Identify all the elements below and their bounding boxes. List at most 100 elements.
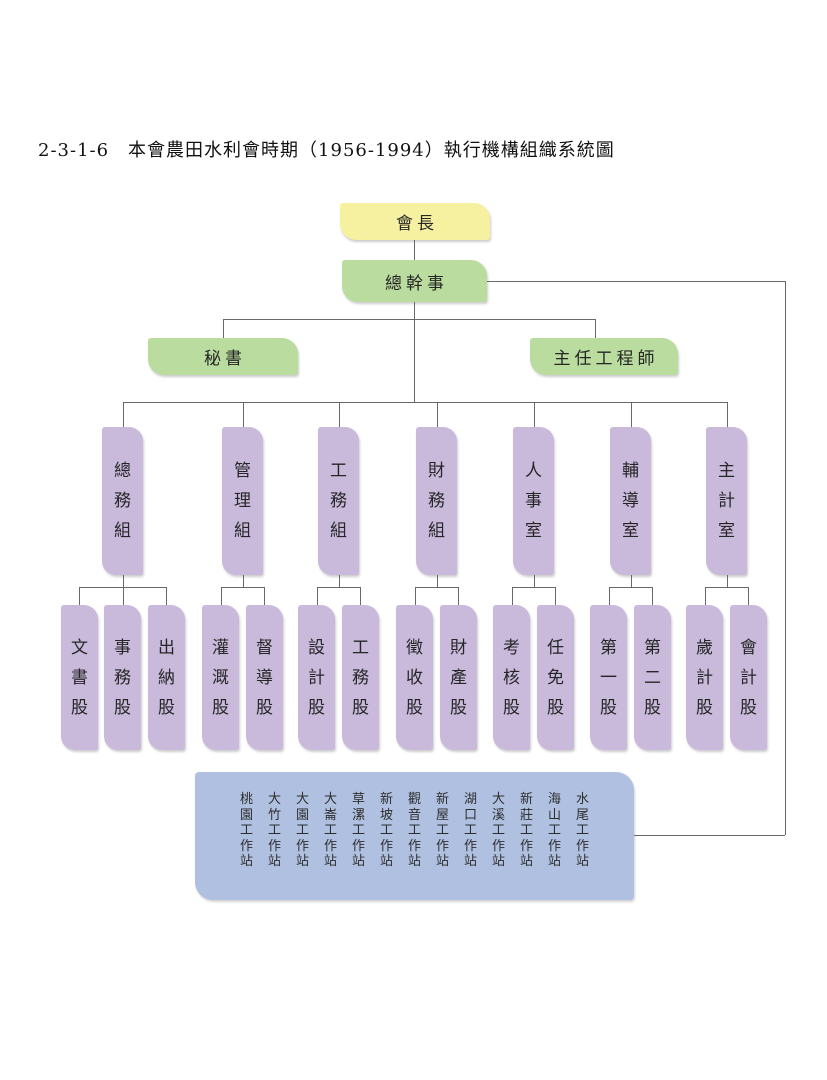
section-label: 考核股 [503,637,520,718]
connector-child-stub [317,587,318,605]
connector-child-stub [166,587,167,605]
connector-child-stub [609,587,610,605]
chairman-label: 會長 [396,214,438,234]
section-label: 第二股 [644,637,661,718]
section-label: 設計股 [308,637,325,718]
connector-dept-down-4 [437,575,438,587]
dept-label-4: 財務組 [428,461,445,541]
general-director-box: 總幹事 [342,260,487,302]
connector-dept-stub-6 [631,402,632,427]
dept-box-1: 總務組 [102,427,143,575]
connector-children-branch-2 [221,587,265,588]
dept-label-6: 輔導室 [622,461,639,541]
workstation-column: 桃園工作站 [239,792,253,870]
chief-engineer-box: 主任工程師 [530,338,678,375]
dept-box-7: 主計室 [706,427,747,575]
dept-box-3: 工務組 [318,427,359,575]
connector-dept-down-6 [631,575,632,587]
connector-child-stub [79,587,80,605]
section-label: 歲計股 [696,637,713,718]
section-box-5-2: 任免股 [537,605,574,750]
section-label: 出納股 [158,637,175,718]
connector-dept-stub-4 [437,402,438,427]
connector-child-stub [264,587,265,605]
connector-children-branch-5 [512,587,556,588]
connector-dept-down-2 [243,575,244,587]
connector-rail-workstations [634,835,785,836]
connector-children-branch-4 [415,587,459,588]
section-label: 徵收股 [406,637,423,718]
section-box-6-1: 第一股 [590,605,627,750]
section-box-1-3: 出納股 [148,605,185,750]
section-box-7-2: 會計股 [730,605,767,750]
connector-dept-stub-3 [339,402,340,427]
connector-chairman-director [414,240,415,260]
section-box-1-1: 文書股 [61,605,98,750]
section-box-6-2: 第二股 [634,605,671,750]
dept-box-4: 財務組 [416,427,457,575]
workstation-column: 大園工作站 [295,792,309,870]
connector-child-stub [705,587,706,605]
workstation-column: 湖口工作站 [463,792,477,870]
section-label: 財產股 [450,637,467,718]
dept-label-3: 工務組 [330,461,347,541]
workstation-column: 觀音工作站 [407,792,421,870]
connector-children-branch-7 [705,587,749,588]
section-label: 第一股 [600,637,617,718]
workstation-column: 新坡工作站 [379,792,393,870]
section-label: 文書股 [71,637,88,718]
connector-chief-engineer-stub [595,319,596,338]
connector-child-stub [123,587,124,605]
section-label: 會計股 [740,637,757,718]
workstation-column: 大竹工作站 [267,792,281,870]
connector-right-rail [785,281,786,835]
dept-box-5: 人事室 [513,427,554,575]
connector-dept-down-1 [123,575,124,587]
connector-dept-stub-2 [243,402,244,427]
dept-box-6: 輔導室 [610,427,651,575]
section-box-3-2: 工務股 [342,605,379,750]
connector-director-departments [414,302,415,402]
dept-label-5: 人事室 [525,461,542,541]
connector-dept-stub-5 [534,402,535,427]
section-box-1-2: 事務股 [104,605,141,750]
connector-staff-branch [223,319,596,320]
section-label: 灌溉股 [212,637,229,718]
connector-child-stub [512,587,513,605]
connector-child-stub [458,587,459,605]
connector-children-branch-3 [317,587,361,588]
workstation-column: 水尾工作站 [575,792,589,870]
connector-child-stub [221,587,222,605]
section-label: 任免股 [547,637,564,718]
workstation-column: 海山工作站 [547,792,561,870]
section-box-7-1: 歲計股 [686,605,723,750]
dept-box-2: 管理組 [222,427,263,575]
connector-child-stub [415,587,416,605]
secretary-box: 秘書 [148,338,298,375]
workstation-column: 大溪工作站 [491,792,505,870]
workstation-column: 新莊工作站 [519,792,533,870]
section-box-4-2: 財產股 [440,605,477,750]
connector-child-stub [360,587,361,605]
connector-dept-down-3 [339,575,340,587]
workstations-panel: 桃園工作站 大竹工作站 大園工作站 大崙工作站 草漯工作站 新坡工作站 觀音工作… [195,772,634,900]
section-label: 事務股 [114,637,131,718]
dept-label-1: 總務組 [114,461,131,541]
connector-dept-stub-1 [123,402,124,427]
section-box-3-1: 設計股 [298,605,335,750]
dept-label-2: 管理組 [234,461,251,541]
workstation-column: 新屋工作站 [435,792,449,870]
secretary-label: 秘書 [204,349,246,369]
connector-dept-down-5 [534,575,535,587]
section-label: 督導股 [256,637,273,718]
workstation-column: 大崙工作站 [323,792,337,870]
section-box-2-1: 灌溉股 [202,605,239,750]
connector-children-branch-6 [609,587,653,588]
chairman-box: 會長 [340,203,490,240]
workstation-column: 草漯工作站 [351,792,365,870]
section-box-4-1: 徵收股 [396,605,433,750]
dept-label-7: 主計室 [718,461,735,541]
connector-child-stub [555,587,556,605]
section-label: 工務股 [352,637,369,718]
